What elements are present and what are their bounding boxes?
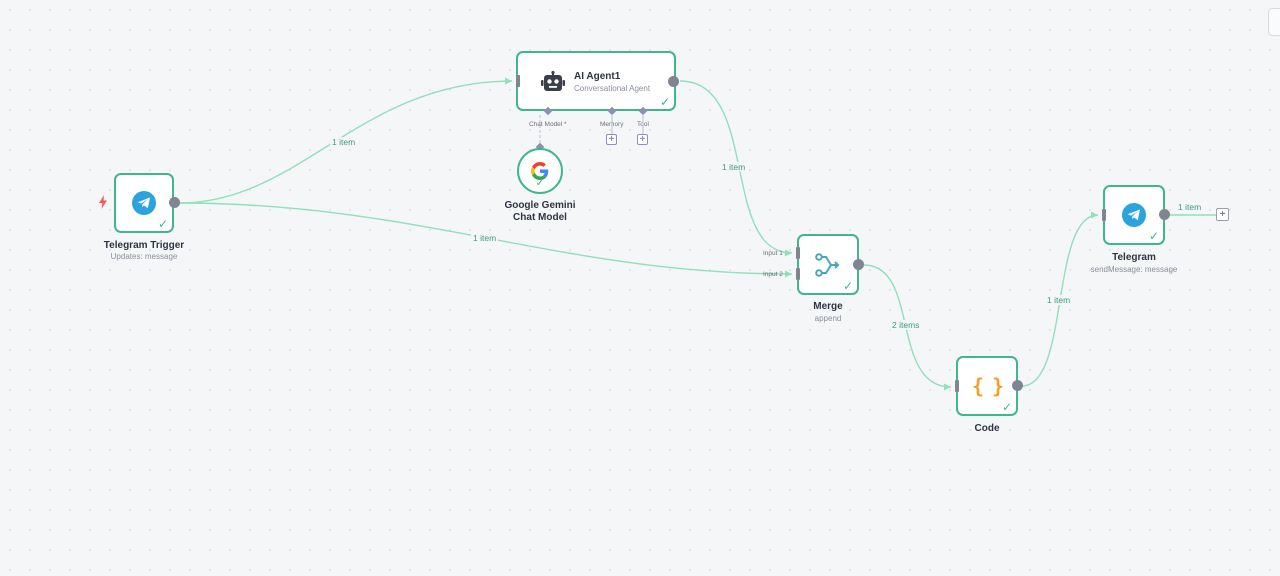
success-check-icon: ✓: [1148, 229, 1159, 243]
code-input-handle[interactable]: [955, 380, 959, 392]
success-check-icon: ✓: [1001, 400, 1012, 414]
add-node-button[interactable]: +: [1216, 208, 1229, 221]
success-check-icon: ✓: [842, 279, 853, 293]
node-google-gemini[interactable]: ✓: [517, 148, 563, 194]
edge-label-telegram-out: 1 item: [1176, 202, 1204, 212]
robot-icon: [541, 71, 565, 91]
telegram-output-handle[interactable]: [1159, 209, 1170, 220]
node-code[interactable]: { } ✓: [956, 356, 1018, 416]
edge-label-trigger-to-agent: 1 item: [330, 137, 358, 147]
telegram-input-handle[interactable]: [1102, 209, 1106, 221]
code-title: Code: [974, 423, 1000, 434]
telegram-trigger-subtitle: Updates: message: [110, 252, 178, 261]
telegram-trigger-title: Telegram Trigger: [103, 240, 185, 251]
arrowhead-merge-input1: [785, 249, 792, 257]
arrowhead-telegram: [1091, 211, 1098, 219]
ai-agent-title: AI Agent1: [574, 71, 621, 82]
node-telegram[interactable]: ✓: [1103, 185, 1165, 245]
edge-label-trigger-to-merge: 1 item: [471, 233, 499, 243]
success-check-icon: ✓: [157, 217, 168, 231]
side-panel-tab[interactable]: [1268, 8, 1280, 36]
merge-input2-handle[interactable]: [796, 268, 800, 280]
arrowhead-code: [944, 383, 951, 391]
merge-subtitle: append: [814, 314, 842, 323]
gemini-title-line1: Google Gemini: [504, 200, 576, 211]
success-check-icon: ✓: [659, 95, 670, 109]
gemini-title-line2: Chat Model: [513, 212, 567, 223]
lightning-bolt-icon: [99, 195, 107, 209]
telegram-trigger-output-handle[interactable]: [169, 197, 180, 208]
ai-agent-subtitle: Conversational Agent: [574, 84, 651, 93]
merge-title: Merge: [813, 301, 843, 312]
success-check-icon: ✓: [535, 178, 544, 189]
telegram-subtitle: sendMessage: message: [1090, 265, 1178, 274]
edge-label-agent-to-merge: 1 item: [720, 162, 748, 172]
telegram-title: Telegram: [1112, 252, 1156, 263]
edge-label-merge-to-code: 2 items: [890, 320, 922, 330]
telegram-icon: [132, 191, 156, 215]
merge-input1-label: Input 1: [763, 250, 783, 257]
code-output-handle[interactable]: [1012, 380, 1023, 391]
ai-agent-input-handle[interactable]: [516, 75, 520, 87]
google-g-icon: [531, 162, 549, 180]
ai-agent-output-handle[interactable]: [668, 76, 679, 87]
merge-input2-label: Input 2: [763, 271, 783, 278]
merge-input1-handle[interactable]: [796, 247, 800, 259]
edge-label-code-to-telegram: 1 item: [1045, 295, 1073, 305]
add-memory-button[interactable]: +: [606, 134, 617, 145]
chat-model-port-label: Chat Model *: [529, 121, 567, 128]
node-ai-agent[interactable]: AI Agent1 Conversational Agent ✓: [516, 51, 676, 111]
node-merge[interactable]: ✓: [797, 234, 859, 295]
telegram-icon: [1122, 203, 1146, 227]
node-telegram-trigger[interactable]: ✓: [114, 173, 174, 233]
braces-icon: { }: [971, 374, 1004, 398]
add-tool-button[interactable]: +: [637, 134, 648, 145]
arrowhead-agent: [505, 77, 512, 85]
arrowhead-merge-input2: [785, 270, 792, 278]
merge-icon: [815, 252, 840, 277]
merge-output-handle[interactable]: [853, 259, 864, 270]
